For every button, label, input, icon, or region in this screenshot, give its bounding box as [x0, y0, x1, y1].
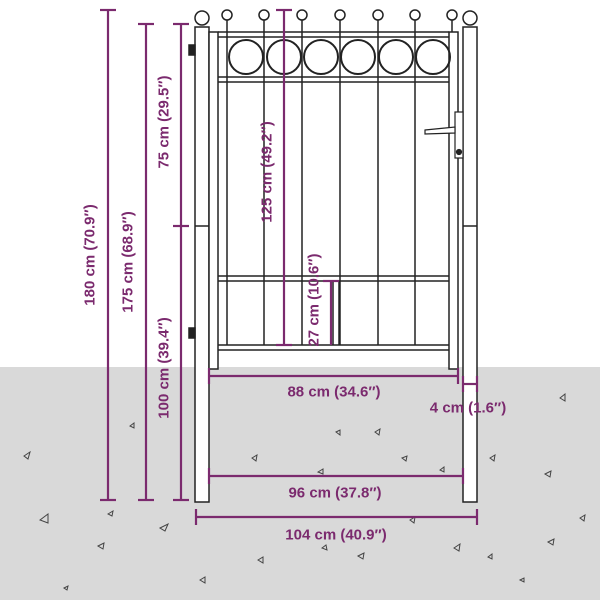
- total-height-label: 180 cm (70.9″): [81, 204, 99, 306]
- gate-frame: [208, 31, 459, 370]
- lower-panel-height-label: 27 cm (10.6″): [305, 253, 323, 347]
- bar-height-label: 125 cm (49.2″): [258, 121, 276, 223]
- post-width-label: 4 cm (1.6″): [429, 399, 507, 417]
- vertical-bars: [221, 9, 458, 345]
- horizontal-dimension-lines: [194, 368, 479, 525]
- bottom-section-height-label: 100 cm (39.4″): [155, 317, 173, 419]
- gate-width-label: 88 cm (34.6″): [287, 383, 381, 401]
- top-section-height-label: 75 cm (29.5″): [155, 75, 173, 169]
- gate-handle: [424, 111, 464, 159]
- right-post: [462, 10, 478, 503]
- inner-width-label: 96 cm (37.8″): [288, 484, 382, 502]
- gate-height-label: 175 cm (68.9″): [119, 211, 137, 313]
- vertical-dimension-lines: [100, 8, 339, 502]
- total-width-label: 104 cm (40.9″): [285, 526, 387, 544]
- ground: [0, 367, 600, 600]
